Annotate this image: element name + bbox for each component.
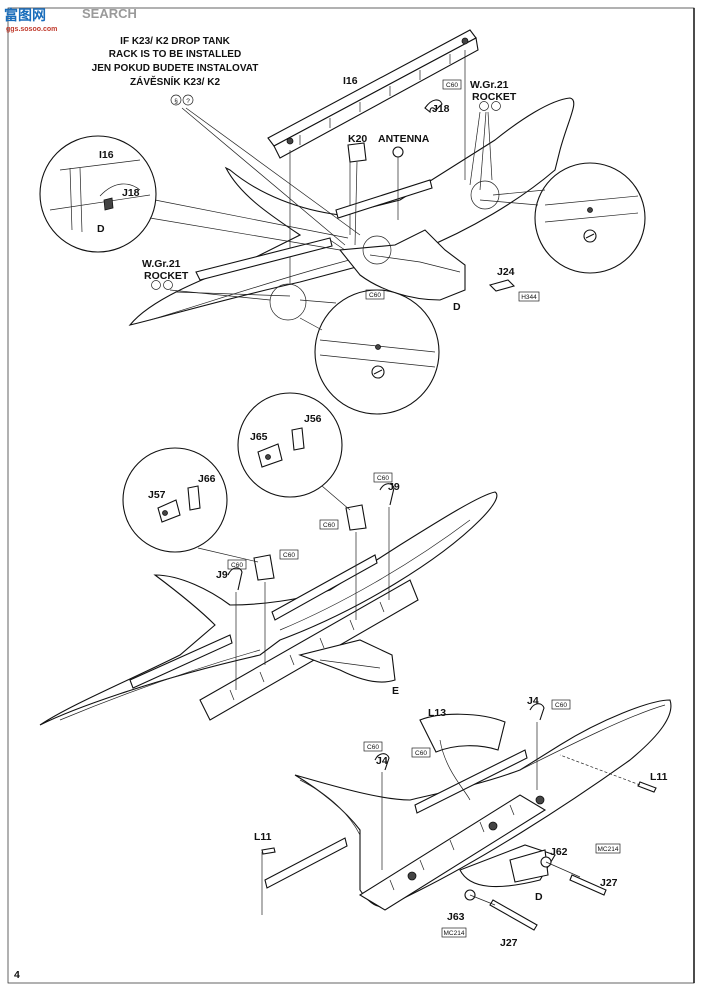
part-k20-shape: [347, 142, 367, 163]
label-k20: K20: [348, 133, 367, 145]
note-line-1: IF K23/ K2 DROP TANK: [120, 36, 230, 47]
label-d-top: D: [453, 301, 461, 313]
code-mc214-left: MC214: [444, 930, 465, 937]
detail-label-d: D: [97, 223, 105, 235]
label-rocket-top: ROCKET: [472, 91, 517, 103]
note-line-3: JEN POKUD BUDETE INSTALOVAT: [92, 63, 259, 74]
label-wgr21-top: W.Gr.21: [470, 79, 509, 91]
label-j9-left: J9: [216, 569, 228, 581]
label-j4-left: J4: [376, 755, 388, 767]
code-c60-3: C60: [231, 562, 243, 569]
label-d-bottom: D: [535, 891, 543, 903]
code-c60-4: C60: [283, 552, 295, 559]
option-symbols-rocket-left: [151, 280, 173, 290]
watermark: 富图网 SEARCH ggs.sosoo.com: [4, 6, 137, 33]
code-mc214-right: MC214: [598, 846, 619, 853]
option-symbols-top: § ?: [170, 94, 194, 106]
watermark-brand: SEARCH: [82, 6, 137, 21]
label-j18: J18: [432, 103, 450, 115]
code-c60-7: C60: [555, 702, 567, 709]
code-c60-9: C60: [415, 750, 427, 757]
note-line-2: RACK IS TO BE INSTALLED: [109, 49, 241, 60]
option-symbol-2: ?: [186, 98, 190, 105]
label-l13: L13: [428, 707, 446, 719]
code-c60-5: C60: [323, 522, 335, 529]
label-j4-right: J4: [527, 695, 539, 707]
label-j65: J65: [250, 431, 268, 443]
label-l11-left: L11: [254, 831, 272, 843]
page-number: 4: [14, 969, 20, 981]
label-j66: J66: [198, 473, 216, 485]
top-wing-assembly: I16 J18 K20 ANTENNA W.Gr.21 ROCKET W.Gr.…: [39, 29, 646, 415]
label-j27-left: J27: [500, 937, 518, 949]
label-j56: J56: [304, 413, 322, 425]
drop-tank-note: IF K23/ K2 DROP TANK RACK IS TO BE INSTA…: [92, 36, 259, 106]
label-l11-right: L11: [650, 771, 668, 783]
watermark-url: ggs.sosoo.com: [6, 26, 57, 33]
label-rocket-left: ROCKET: [144, 270, 189, 282]
code-c60-1: C60: [446, 82, 458, 89]
label-wgr21-left: W.Gr.21: [142, 258, 181, 270]
option-symbols-rocket-top: [479, 101, 501, 111]
note-line-4: ZÁVĚSNÍK K23/ K2: [130, 75, 220, 88]
code-c60-8: C60: [367, 744, 379, 751]
option-symbol-1: §: [174, 98, 178, 105]
label-j63: J63: [447, 911, 465, 923]
code-h344: H344: [521, 294, 537, 301]
label-j9-right: J9: [388, 481, 400, 493]
detail-label-i16: I16: [99, 149, 114, 161]
detail-label-j18: J18: [122, 187, 140, 199]
watermark-cn: 富图网: [4, 7, 46, 23]
label-j62: J62: [550, 846, 568, 858]
label-i16: I16: [343, 75, 358, 87]
bottom-wing-assembly: L13 J4 J4 L11 L11 J62 J27 D J63 J27 C60 …: [254, 695, 672, 949]
code-c60-2: C60: [369, 292, 381, 299]
label-antenna: ANTENNA: [378, 133, 430, 145]
label-j57: J57: [148, 489, 166, 501]
label-e: E: [392, 685, 399, 697]
label-j24: J24: [497, 266, 515, 278]
middle-wing-assembly: J57 J66 J65 J56 J9 J9 E C60 C60 C60 C60: [39, 392, 498, 726]
code-c60-6: C60: [377, 475, 389, 482]
label-j27-right: J27: [600, 877, 618, 889]
